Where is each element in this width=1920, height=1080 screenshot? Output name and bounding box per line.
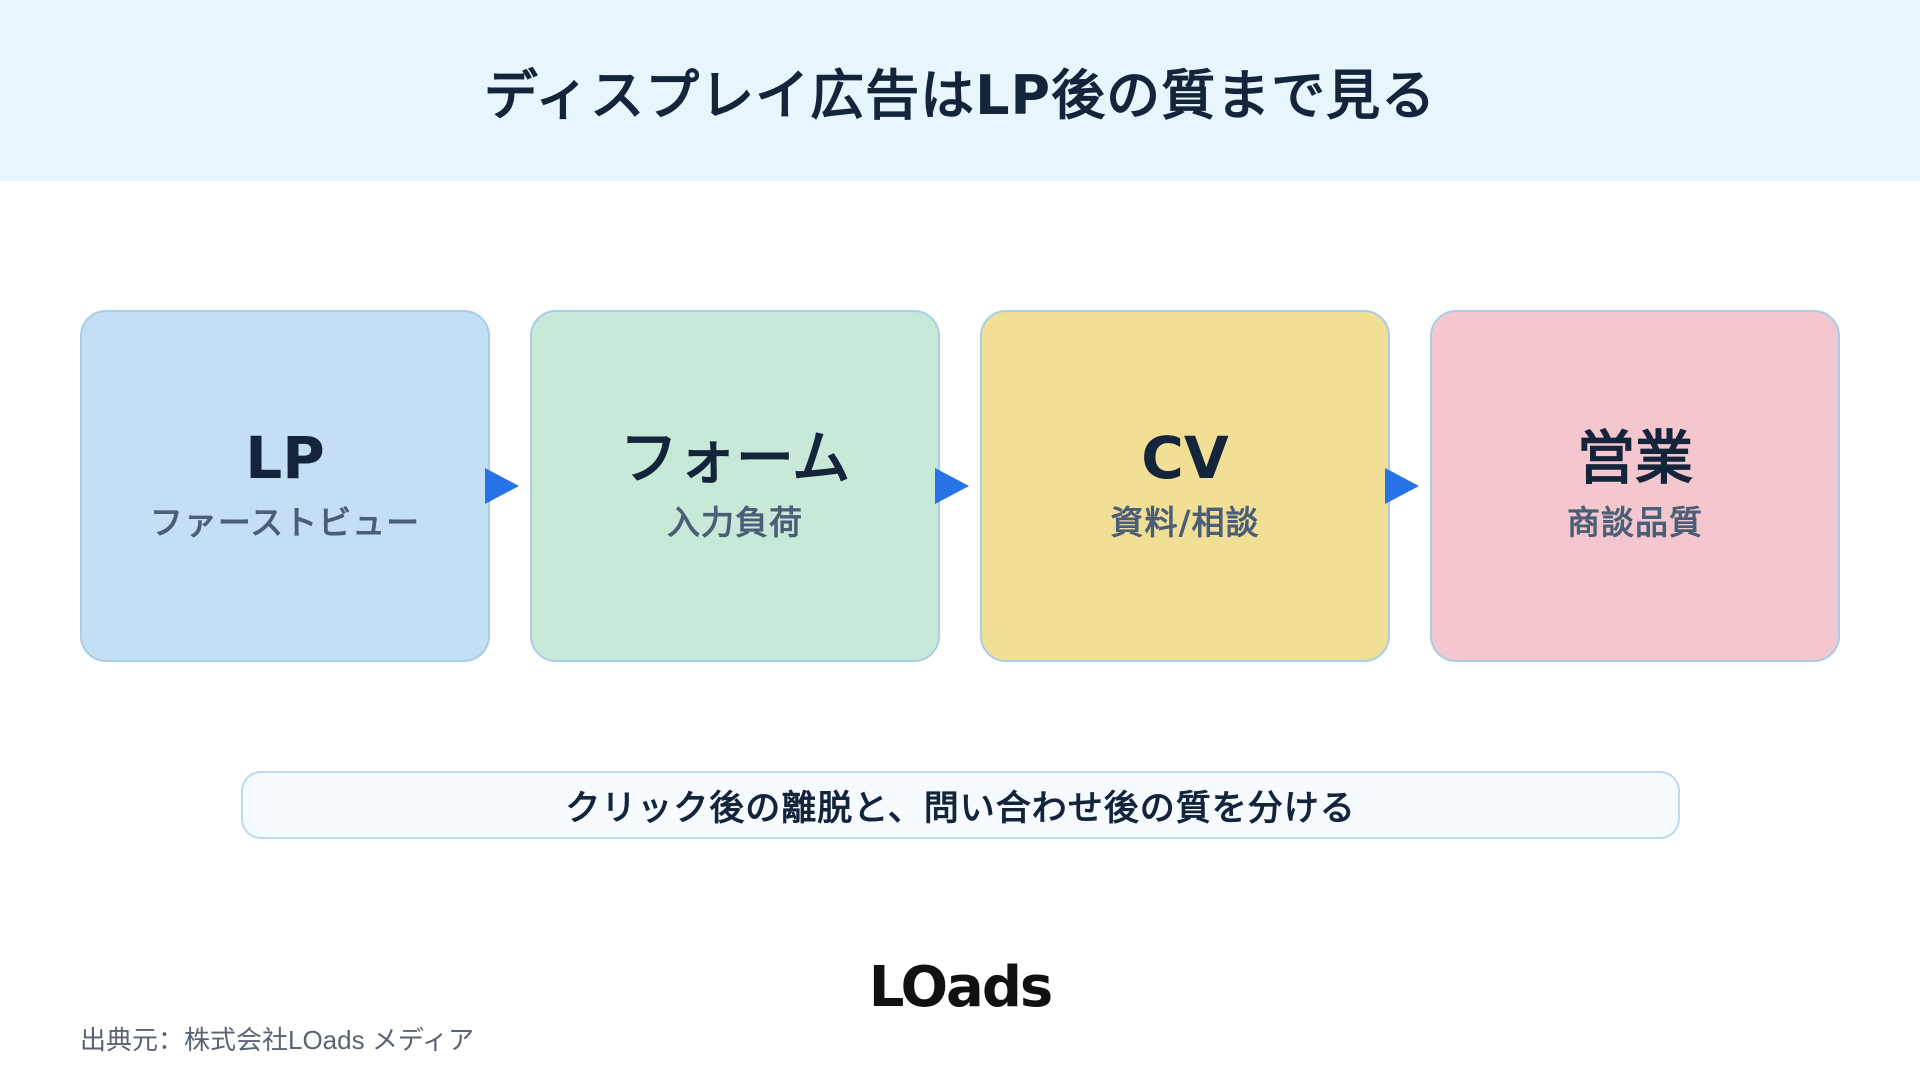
step-title: CV bbox=[1141, 423, 1229, 492]
logo-text: LOads bbox=[868, 955, 1053, 1020]
brand-logo: LOads bbox=[0, 955, 1920, 1020]
step-subtitle: ファーストビュー bbox=[149, 503, 421, 543]
step-lp: LP ファーストビュー bbox=[80, 310, 490, 662]
arrow-right-icon bbox=[935, 468, 969, 504]
source-credit: 出典元：株式会社LOads メディア bbox=[80, 1025, 475, 1055]
step-sales: 営業 商談品質 bbox=[1430, 310, 1840, 662]
step-title: LP bbox=[245, 423, 325, 492]
step-cv: CV 資料/相談 bbox=[980, 310, 1390, 662]
summary-note-text: クリック後の離脱と、問い合わせ後の質を分ける bbox=[565, 788, 1356, 829]
summary-note: クリック後の離脱と、問い合わせ後の質を分ける bbox=[241, 771, 1680, 839]
step-subtitle: 入力負荷 bbox=[667, 503, 803, 543]
flow-diagram: LP ファーストビュー フォーム 入力負荷 CV 資料/相談 営業 商談品質 bbox=[80, 310, 1840, 662]
step-title: フォーム bbox=[619, 423, 851, 492]
step-form: フォーム 入力負荷 bbox=[530, 310, 940, 662]
arrow-right-icon bbox=[485, 468, 519, 504]
step-subtitle: 商談品質 bbox=[1567, 503, 1703, 543]
step-subtitle: 資料/相談 bbox=[1110, 503, 1260, 543]
arrow-right-icon bbox=[1385, 468, 1419, 504]
step-title: 営業 bbox=[1576, 423, 1693, 492]
header-banner: ディスプレイ広告はLP後の質まで見る bbox=[0, 0, 1920, 181]
page-title: ディスプレイ広告はLP後の質まで見る bbox=[483, 64, 1437, 127]
